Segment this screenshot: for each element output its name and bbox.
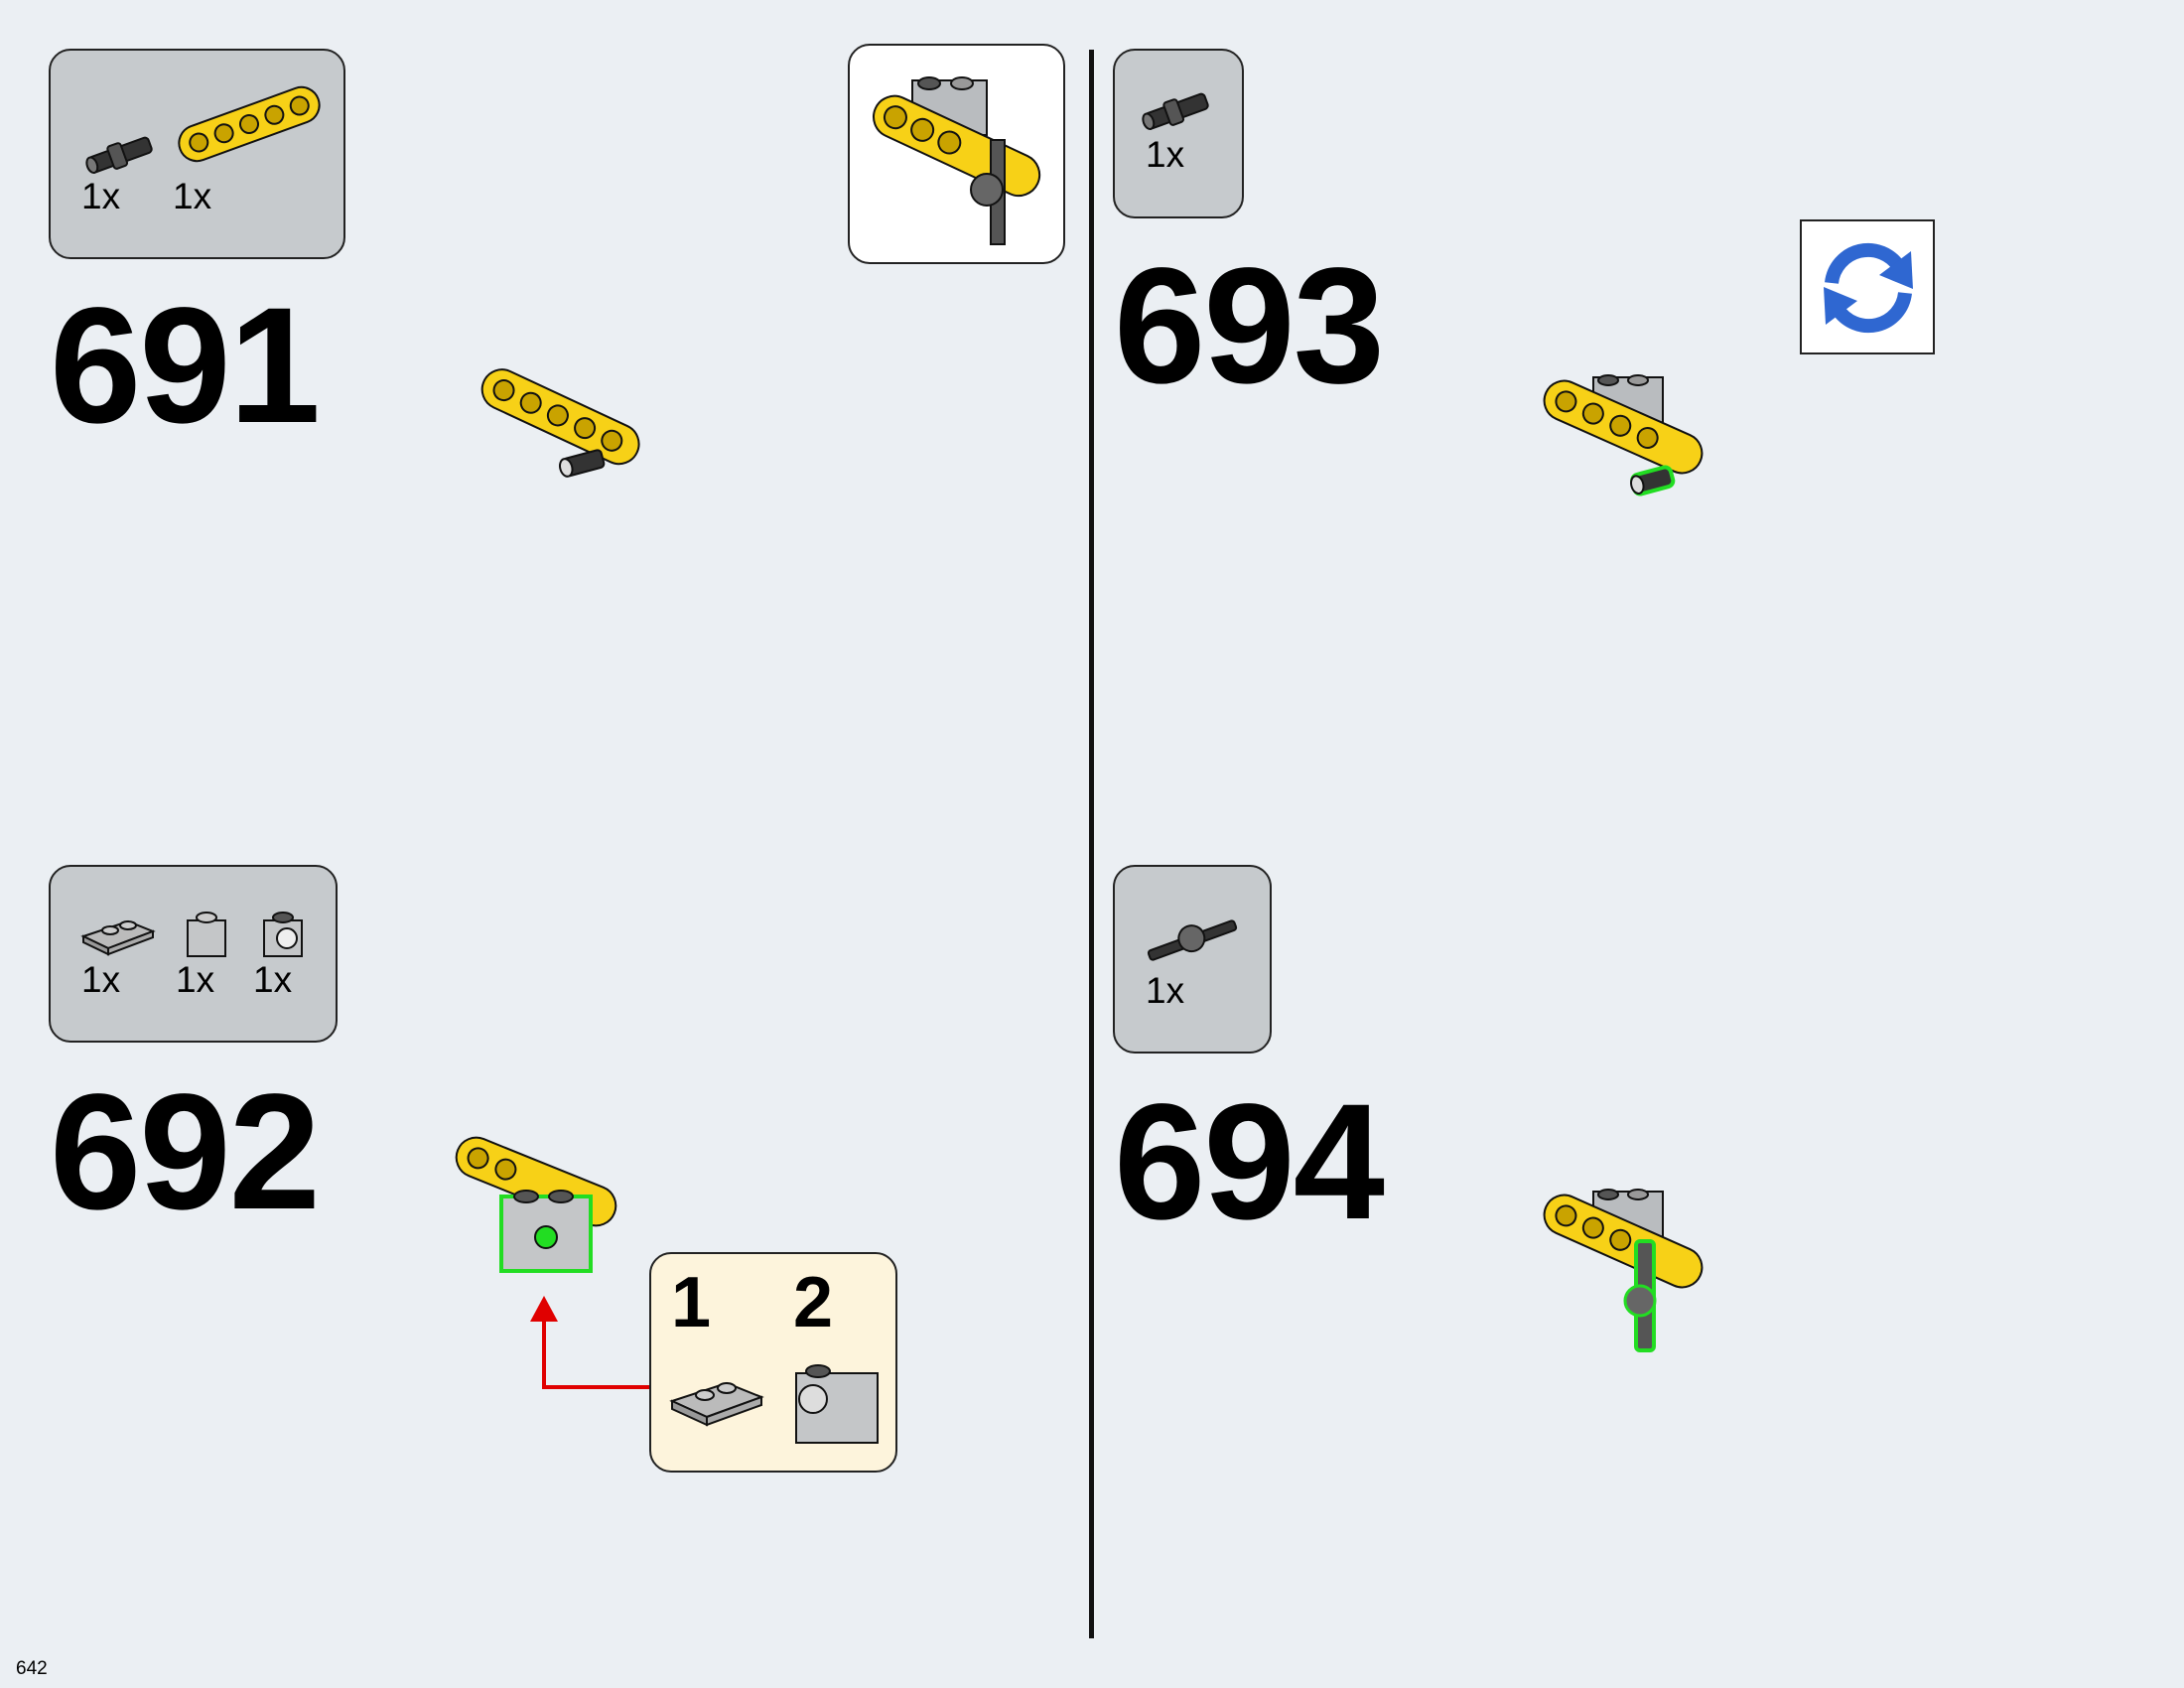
sub-step-number: 2 (793, 1263, 834, 1342)
qty-label: 1x (81, 176, 121, 216)
qty-label: 1x (81, 959, 121, 1000)
parts-list-694: 1x (1113, 865, 1272, 1054)
step-number: 694 (1114, 1070, 1385, 1254)
page-number: 642 (16, 1658, 48, 1679)
red-arrow (530, 1296, 660, 1389)
page-divider (1089, 50, 1094, 1638)
qty-label: 1x (1146, 134, 1185, 175)
qty-label: 1x (1146, 970, 1185, 1011)
yellow-beam-icon (178, 85, 321, 163)
step-number: 692 (50, 1060, 321, 1244)
axle-joint-icon (1147, 919, 1238, 961)
assembly-preview-icon (873, 76, 1041, 245)
step-number: 691 (50, 274, 321, 458)
beam-assembly-693 (1543, 374, 1704, 496)
beam-assembly-694 (1543, 1189, 1704, 1352)
axle-pin-icon (1142, 92, 1209, 130)
parts-list-691: 1x 1x (49, 49, 345, 259)
axle-pin-icon (85, 136, 153, 174)
technic-brick-icon (795, 1364, 879, 1444)
rotate-icon (1824, 242, 1913, 334)
step-number: 693 (1114, 234, 1385, 418)
qty-label: 1x (173, 176, 212, 216)
qty-label: 1x (176, 959, 215, 1000)
qty-label: 1x (253, 959, 293, 1000)
callout-preview (848, 44, 1065, 264)
sub-step-number: 1 (671, 1263, 712, 1342)
beam-assembly-692 (455, 1136, 617, 1273)
technic-brick-icon (263, 912, 303, 957)
parts-list-693: 1x (1113, 49, 1244, 218)
parts-list-692: 1x 1x 1x (49, 865, 338, 1043)
plate-icon (80, 919, 156, 956)
subassembly-callout: 1 2 (649, 1252, 897, 1473)
rotate-indicator (1800, 219, 1935, 354)
plate-icon (669, 1381, 764, 1427)
brick-icon (187, 912, 226, 957)
beam-assembly-691 (480, 368, 640, 478)
